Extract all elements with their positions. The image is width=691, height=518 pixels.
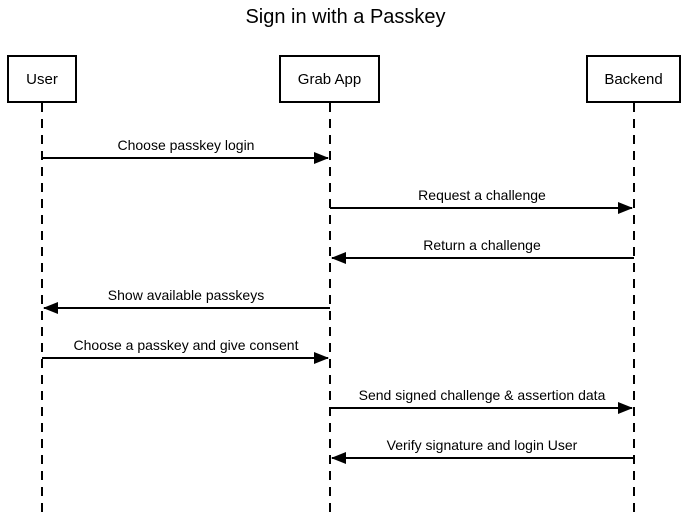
actor-label-grab-app: Grab App bbox=[297, 70, 362, 88]
diagram-title: Sign in with a Passkey bbox=[245, 6, 446, 28]
actor-label-user: User bbox=[26, 70, 58, 88]
message-label-2: Request a challenge bbox=[418, 187, 546, 203]
message-label-7: Verify signature and login User bbox=[386, 437, 578, 453]
actor-box-user: User bbox=[7, 55, 77, 103]
actor-box-grab-app: Grab App bbox=[279, 55, 380, 103]
message-label-4: Show available passkeys bbox=[107, 287, 265, 303]
message-label-6: Send signed challenge & assertion data bbox=[358, 387, 606, 403]
message-label-5: Choose a passkey and give consent bbox=[73, 337, 299, 353]
message-label-1: Choose passkey login bbox=[117, 137, 255, 153]
actor-box-backend: Backend bbox=[586, 55, 681, 103]
actor-label-backend: Backend bbox=[604, 70, 663, 88]
message-label-3: Return a challenge bbox=[423, 237, 541, 253]
